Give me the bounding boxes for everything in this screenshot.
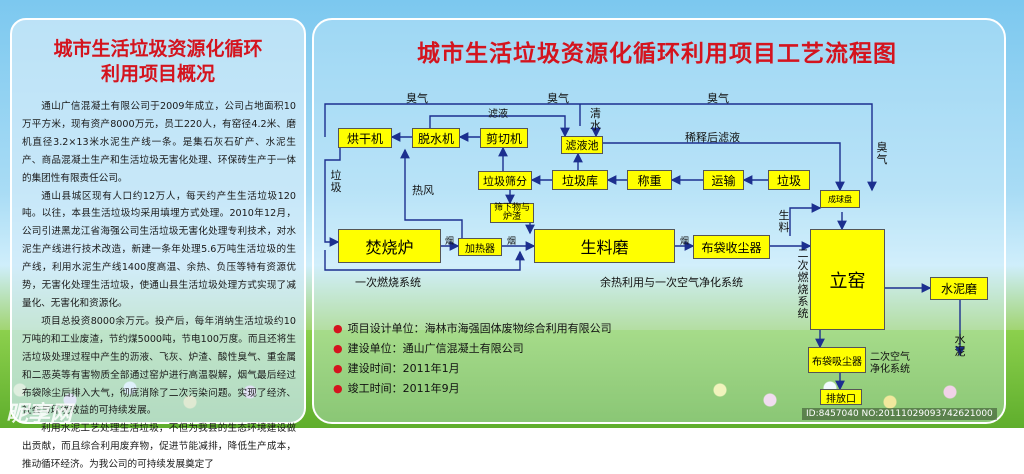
label-smoke: 烟: [507, 237, 517, 247]
cutter-box: 剪切机: [480, 128, 528, 148]
ball-disk-box: 成球盘: [820, 190, 860, 208]
info-designer: ●项目设计单位：海林市海强固体废物综合利用有限公司: [333, 322, 612, 335]
incinerator-box: 焚烧炉: [338, 229, 441, 263]
label-odor: 臭气: [876, 141, 888, 166]
label-filtrate: 滤液: [488, 109, 508, 120]
garbage-box: 垃圾: [768, 170, 810, 190]
info-start-date: ●建设时间：2011年1月: [333, 362, 460, 375]
dryer-box: 烘干机: [338, 128, 392, 148]
site-watermark: 昵享网: [6, 402, 73, 427]
bullet-icon: ●: [333, 342, 343, 355]
filter-pool-box: 滤液池: [561, 136, 603, 154]
dewater-box: 脱水机: [412, 128, 460, 148]
overview-title-line1: 城市生活垃圾资源化循环: [53, 38, 263, 60]
flowers-right: [700, 370, 1024, 428]
vertical-kiln-box: 立窑: [810, 229, 885, 330]
flow-arrows: [324, 103, 965, 391]
label-cement: 水泥: [954, 333, 966, 358]
screen-box: 垃圾筛分: [478, 171, 532, 190]
label-raw-material: 生料: [778, 209, 790, 234]
overview-paragraph: 通山广信混凝土有限公司于2009年成立，公司占地面积10万平方米，现有资产800…: [22, 101, 296, 184]
overview-title-line2: 利用项目概况: [100, 63, 215, 85]
bullet-icon: ●: [333, 362, 343, 375]
bullet-icon: ●: [333, 322, 343, 335]
weigh-box: 称重: [627, 170, 672, 190]
label-hot-air: 热风: [412, 184, 434, 197]
fines-slag-box: 筛下物与炉渣: [490, 203, 534, 223]
label-secondary-combustion: 二次燃烧系统: [797, 247, 809, 320]
flowchart-title: 城市生活垃圾资源化循环利用项目工艺流程图: [417, 40, 897, 67]
transport-box: 运输: [703, 170, 744, 190]
bag-collector-box: 布袋收尘器: [693, 235, 770, 259]
label-odor: 臭气: [547, 92, 569, 105]
overview-panel: 城市生活垃圾资源化循环 利用项目概况 通山广信混凝土有限公司于2009年成立，公…: [10, 18, 306, 470]
label-smoke: 烟: [680, 237, 690, 247]
outlet-box: 排放口: [820, 389, 862, 405]
label-secondary-air: 二次空气净化系统: [870, 352, 910, 375]
label-diluted-filtrate: 稀释后滤液: [685, 131, 740, 144]
label-clear-water: 清水: [590, 107, 601, 132]
overview-paragraph: 通山县城区现有人口约12万人，每天约产生生活垃圾120吨。以往，本县生活垃圾均采…: [22, 190, 296, 309]
label-smoke: 烟: [445, 237, 455, 247]
label-garbage: 垃圾: [330, 169, 342, 194]
heater-box: 加热器: [458, 238, 502, 256]
info-builder: ●建设单位：通山广信混凝土有限公司: [333, 342, 524, 355]
label-primary-system: 一次燃烧系统: [355, 276, 421, 289]
label-waste-heat-system: 余热利用与一次空气净化系统: [600, 276, 743, 289]
bag-dust-box: 布袋吸尘器: [808, 347, 866, 373]
storage-box: 垃圾库: [552, 170, 608, 190]
image-id-tag: ID:8457040 NO:20111029093742621000: [802, 408, 997, 420]
label-odor: 臭气: [707, 92, 729, 105]
overview-paragraph: 项目总投资8000余万元。投产后，每年消纳生活垃圾约10万吨的和工业废渣，节约煤…: [22, 315, 296, 417]
flowchart-panel: [312, 18, 1006, 424]
label-odor: 臭气: [406, 92, 428, 105]
cement-mill-box: 水泥磨: [930, 277, 988, 300]
info-completion-date: ●竣工时间：2011年9月: [333, 382, 460, 395]
raw-mill-box: 生料磨: [534, 229, 675, 263]
bullet-icon: ●: [333, 382, 343, 395]
overview-paragraph: 利用水泥工艺处理生活垃圾，不但为我县的生态环境建设做出贡献，而且综合利用废弃物，…: [22, 423, 296, 471]
